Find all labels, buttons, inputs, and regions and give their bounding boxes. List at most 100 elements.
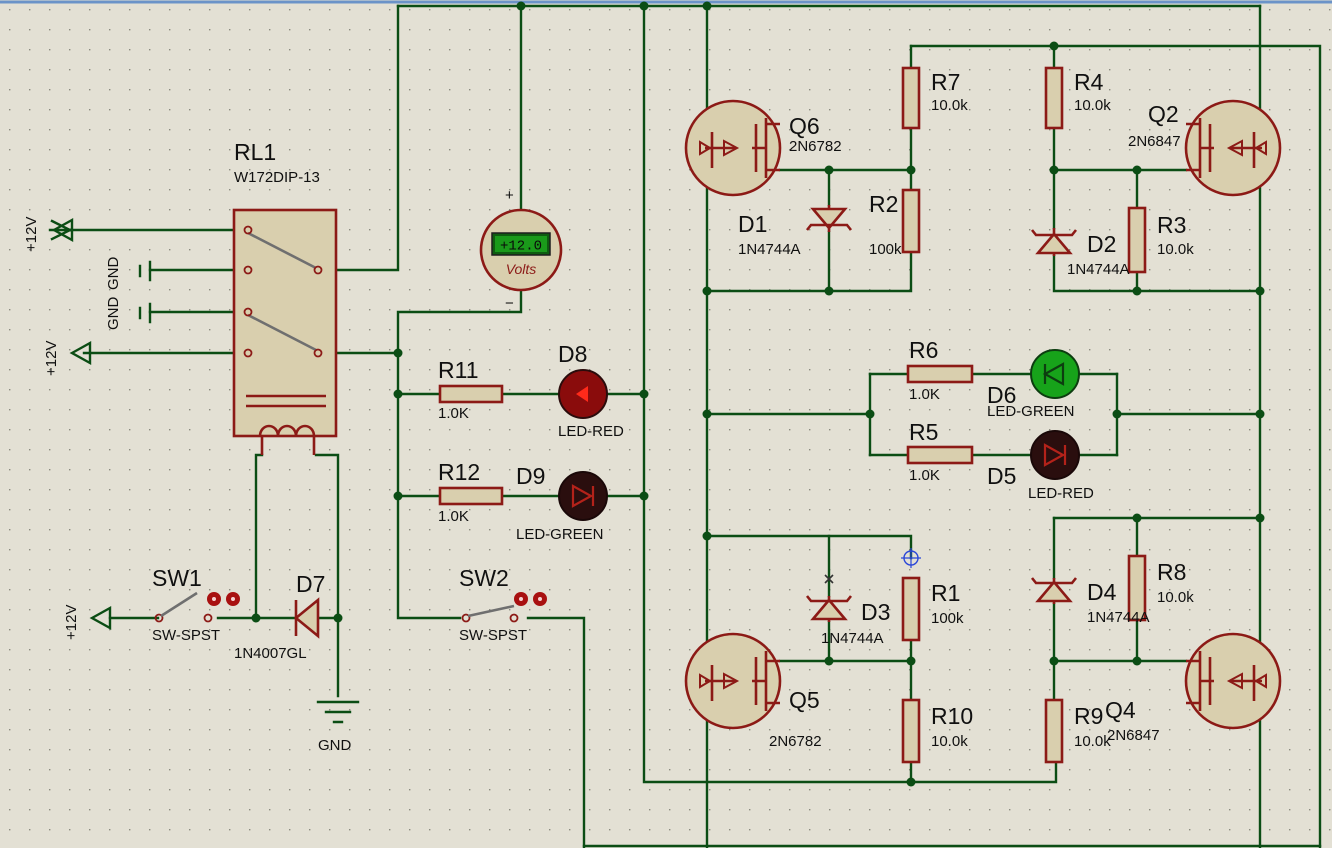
component-value: 2N6782 <box>789 138 842 155</box>
resistor-r2[interactable]: R2 100k <box>869 188 921 258</box>
mosfet-q5[interactable]: Q5 2N6782 <box>684 632 822 750</box>
diode-d1[interactable]: D1 1N4744A <box>738 205 853 258</box>
component-value: 1N4744A <box>738 241 801 258</box>
component-value: 1.0K <box>909 467 940 484</box>
component-value: 10.0k <box>1074 733 1111 750</box>
component-ref: RL1 <box>234 139 276 165</box>
component-ref: R9 <box>1074 703 1103 729</box>
component-ref: D2 <box>1087 231 1116 257</box>
resistor-r1[interactable]: R1 100k <box>901 576 964 642</box>
component-ref: Q4 <box>1105 697 1136 723</box>
component-value: 10.0k <box>1157 589 1194 606</box>
component-value: 10.0k <box>931 97 968 114</box>
component-value: LED-RED <box>558 423 624 440</box>
junctions <box>251 1 1265 787</box>
power-label: +12V <box>63 605 80 640</box>
meter-unit: Volts <box>506 261 537 277</box>
resistor-r3[interactable]: R3 10.0k <box>1127 206 1194 274</box>
component-ref: R1 <box>931 580 960 606</box>
component-ref: R11 <box>438 357 479 383</box>
component-value: 100k <box>931 610 964 627</box>
component-value: 1N4744A <box>1067 261 1130 278</box>
component-value: 1.0K <box>909 386 940 403</box>
power-terminal-top[interactable]: +12V <box>23 217 74 252</box>
component-value: W172DIP-13 <box>234 169 320 186</box>
component-ref: R2 <box>869 191 898 217</box>
meter-plus: + <box>505 187 514 204</box>
meter-reading: +12.0 <box>500 239 542 255</box>
component-ref: D1 <box>738 211 767 237</box>
diode-d3[interactable]: D3 1N4744A <box>805 574 890 647</box>
component-value: 10.0k <box>1074 97 1111 114</box>
component-ref: R12 <box>438 459 480 485</box>
component-value: 2N6847 <box>1128 133 1181 150</box>
mosfet-q6[interactable]: Q6 2N6782 <box>684 99 842 197</box>
resistor-r7[interactable]: R7 10.0k <box>901 66 968 130</box>
resistor-r9[interactable]: R9 10.0k <box>1044 698 1111 764</box>
switch-sw1[interactable]: SW1 SW-SPST <box>152 565 240 644</box>
component-ref: R4 <box>1074 69 1104 95</box>
meter-minus: − <box>505 295 514 312</box>
probe-marker-icon[interactable] <box>901 548 921 568</box>
component-value: 10.0k <box>931 733 968 750</box>
component-ref: R8 <box>1157 559 1186 585</box>
component-value: 1N4744A <box>821 630 884 647</box>
mosfet-q4[interactable]: Q4 2N6847 <box>1105 632 1282 744</box>
ground-symbol[interactable]: GND <box>316 700 360 754</box>
resistor-r5[interactable]: R5 1.0K <box>906 419 974 484</box>
ground-label: GND <box>105 257 122 291</box>
mosfet-q2[interactable]: Q2 2N6847 <box>1128 99 1282 197</box>
component-value: 1N4007GL <box>234 645 307 662</box>
switch-sw2[interactable]: SW2 SW-SPST <box>459 565 547 644</box>
component-ref: R10 <box>931 703 973 729</box>
component-value: 1.0K <box>438 405 469 422</box>
relay-rl1[interactable]: RL1 W172DIP-13 <box>232 139 338 455</box>
diode-d2[interactable]: D2 1N4744A <box>1030 228 1130 278</box>
led-d9[interactable]: D9 LED-GREEN <box>516 463 608 543</box>
component-ref: SW1 <box>152 565 202 591</box>
power-label: +12V <box>23 217 40 252</box>
resistor-r4[interactable]: R4 10.0k <box>1044 66 1111 130</box>
component-ref: R6 <box>909 337 938 363</box>
resistor-r11[interactable]: R11 1.0K <box>438 357 504 422</box>
led-d6[interactable]: D6 LED-GREEN <box>987 349 1080 420</box>
power-terminal-switch[interactable]: +12V <box>63 605 112 640</box>
component-value: 1N4744A <box>1087 609 1150 626</box>
diode-d4[interactable]: D4 1N4744A <box>1030 577 1150 626</box>
led-d5[interactable]: D5 LED-RED <box>987 430 1094 502</box>
component-ref: D7 <box>296 571 325 597</box>
ground-label: GND <box>105 297 122 331</box>
resistor-r6[interactable]: R6 1.0K <box>906 337 974 403</box>
power-terminal-middle[interactable]: +12V <box>43 341 92 376</box>
component-value: 2N6847 <box>1107 727 1160 744</box>
led-d8[interactable]: D8 LED-RED <box>558 341 624 440</box>
component-ref: R5 <box>909 419 938 445</box>
ground-terminal-relay[interactable]: GND GND <box>105 257 152 331</box>
component-value: LED-GREEN <box>987 403 1075 420</box>
resistor-r8[interactable]: R8 10.0k <box>1127 554 1194 622</box>
component-value: 2N6782 <box>769 733 822 750</box>
component-value: LED-RED <box>1028 485 1094 502</box>
component-ref: D8 <box>558 341 587 367</box>
component-value: SW-SPST <box>459 627 527 644</box>
voltmeter[interactable]: +12.0 Volts + − <box>479 187 563 312</box>
component-value: SW-SPST <box>152 627 220 644</box>
component-ref: R3 <box>1157 212 1186 238</box>
component-ref: D9 <box>516 463 545 489</box>
diode-d7[interactable]: D7 1N4007GL <box>234 571 325 662</box>
component-ref: Q5 <box>789 687 820 713</box>
component-ref: SW2 <box>459 565 509 591</box>
component-ref: D6 <box>987 382 1016 408</box>
component-value: 1.0K <box>438 508 469 525</box>
component-ref: D5 <box>987 463 1016 489</box>
resistor-r12[interactable]: R12 1.0K <box>438 459 504 525</box>
component-value: 10.0k <box>1157 241 1194 258</box>
component-ref: Q2 <box>1148 101 1179 127</box>
component-ref: R7 <box>931 69 960 95</box>
component-ref: D4 <box>1087 579 1117 605</box>
component-value: 100k <box>869 241 902 258</box>
resistor-r10[interactable]: R10 10.0k <box>901 698 973 764</box>
power-label: +12V <box>43 341 60 376</box>
component-value: LED-GREEN <box>516 526 604 543</box>
